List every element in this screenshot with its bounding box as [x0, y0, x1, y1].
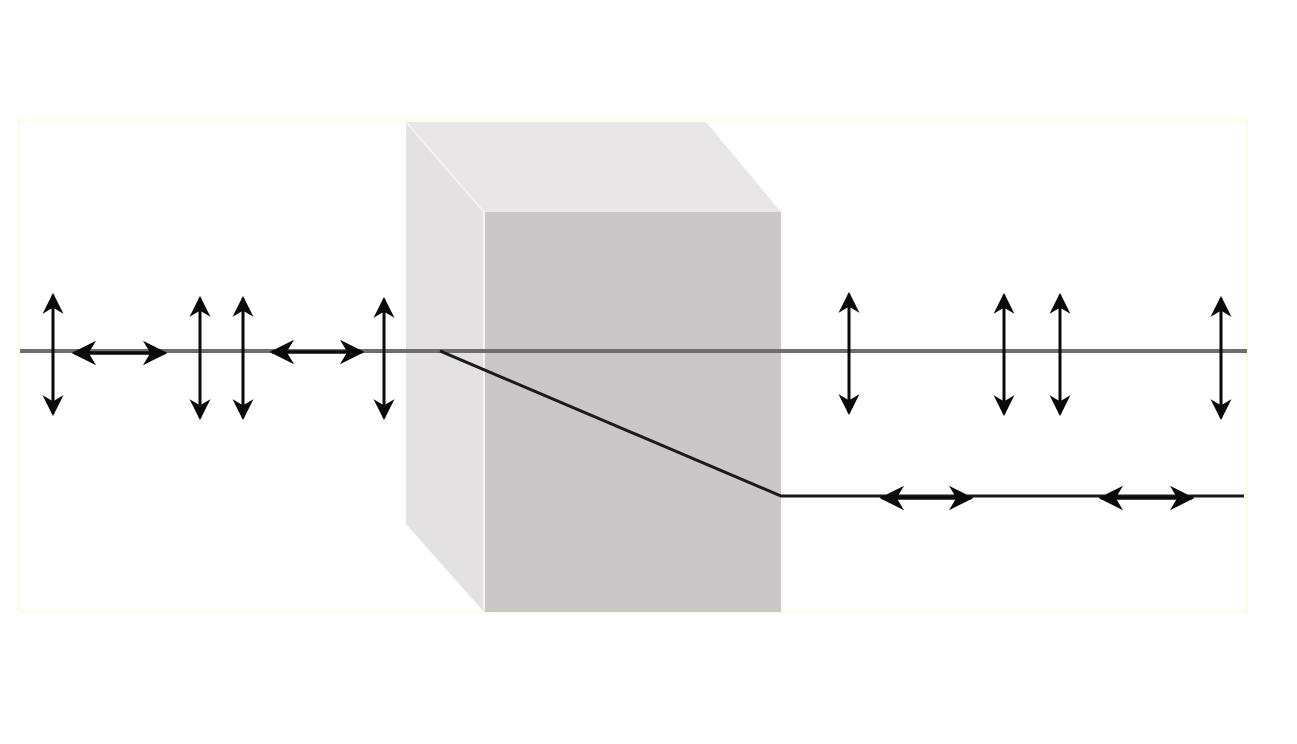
ordinary-polarization-arrows — [838, 291, 1232, 421]
crystal — [405, 121, 781, 612]
crystal-top-face — [406, 122, 781, 212]
incident-polarization-arrows — [42, 292, 395, 421]
crystal-edge — [405, 121, 485, 213]
crystal-front-face — [484, 212, 781, 612]
crystal-side-face — [406, 122, 484, 612]
extraordinary-ray — [439, 349, 1244, 498]
